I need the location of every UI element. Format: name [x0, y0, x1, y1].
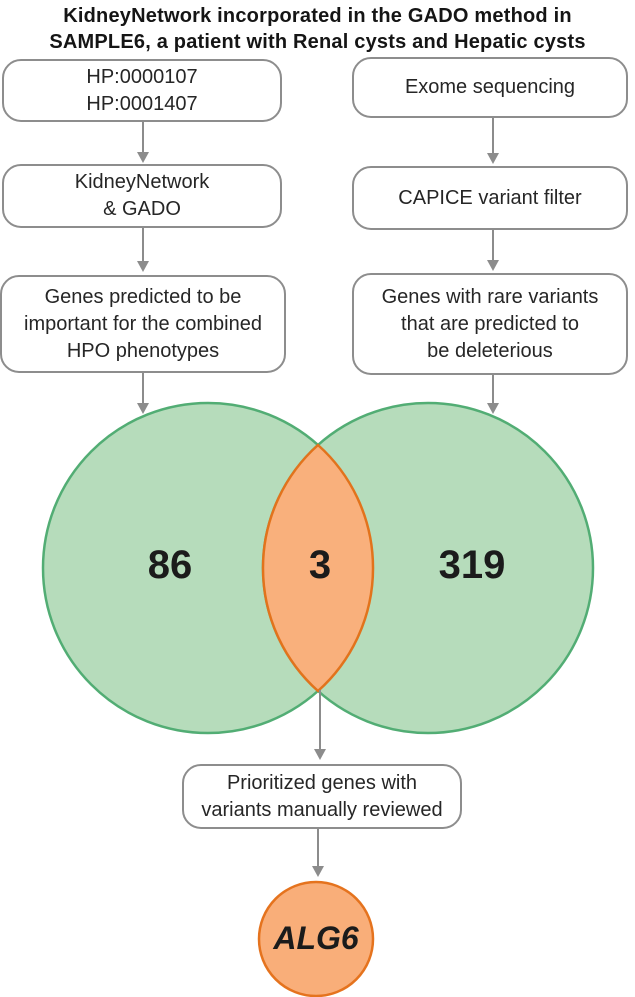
- box-manual-review: Prioritized genes with variants manually…: [182, 764, 462, 829]
- result-gene-circle: [257, 880, 375, 997]
- result-gene-label: ALG6: [273, 920, 359, 956]
- venn-right-count: 319: [438, 543, 506, 587]
- arrow-overlap-to-review: [314, 690, 326, 760]
- arrow-right-2: [487, 230, 499, 271]
- venn-left-count: 86: [147, 543, 193, 587]
- arrow-left-1: [137, 122, 149, 163]
- arrow-left-2: [137, 228, 149, 272]
- arrow-review-to-result: [312, 829, 324, 877]
- venn-overlap-lens: [261, 443, 375, 693]
- arrow-right-1: [487, 118, 499, 164]
- box-exome-sequencing: Exome sequencing: [352, 57, 628, 118]
- box-kidneynetwork-gado: KidneyNetwork & GADO: [2, 164, 282, 228]
- venn-overlap-count: 3: [308, 543, 332, 587]
- box-genes-predicted: Genes predicted to be important for the …: [0, 275, 286, 373]
- box-rare-variants: Genes with rare variants that are predic…: [352, 273, 628, 375]
- diagram-title: KidneyNetwork incorporated in the GADO m…: [49, 5, 586, 53]
- arrow-right-3: [487, 375, 499, 414]
- box-hpo-terms: HP:0000107 HP:0001407: [2, 59, 282, 122]
- box-capice-filter: CAPICE variant filter: [352, 166, 628, 230]
- arrow-left-3: [137, 373, 149, 414]
